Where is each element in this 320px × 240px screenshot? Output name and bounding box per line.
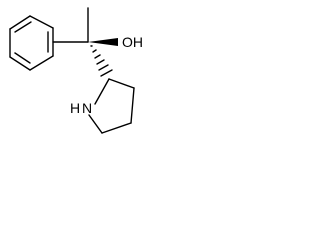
ring-double-bond-3	[14, 52, 31, 64]
phenyl-ring	[9, 15, 54, 71]
hydroxyl-label: OH	[122, 34, 143, 50]
pyrrolidine-bond-n-c2	[94, 78, 110, 105]
hash-bond-pyrrolidine	[90, 45, 113, 77]
pyrrolidine-bond-c4-c5	[101, 122, 132, 134]
ring-bond-4	[29, 55, 54, 71]
pyrrolidine-ring	[88, 78, 135, 134]
ring-bond-1	[9, 15, 31, 30]
ring-bond-2	[29, 15, 54, 29]
amine-n-label: N	[82, 100, 92, 116]
structure-canvas: OH H N	[0, 0, 181, 147]
ring-bond-5	[9, 56, 31, 71]
wedge-bond-oh	[88, 38, 118, 46]
ring-double-bond-1	[14, 21, 32, 33]
pyrrolidine-bond-c5-n	[88, 114, 103, 134]
pyrrolidine-bond-c3-c4	[130, 87, 135, 124]
chemical-structure-diagram: OH H N	[9, 7, 143, 134]
pyrrolidine-bond-c2-c3	[108, 78, 135, 89]
amine-h-label: H	[70, 100, 80, 116]
